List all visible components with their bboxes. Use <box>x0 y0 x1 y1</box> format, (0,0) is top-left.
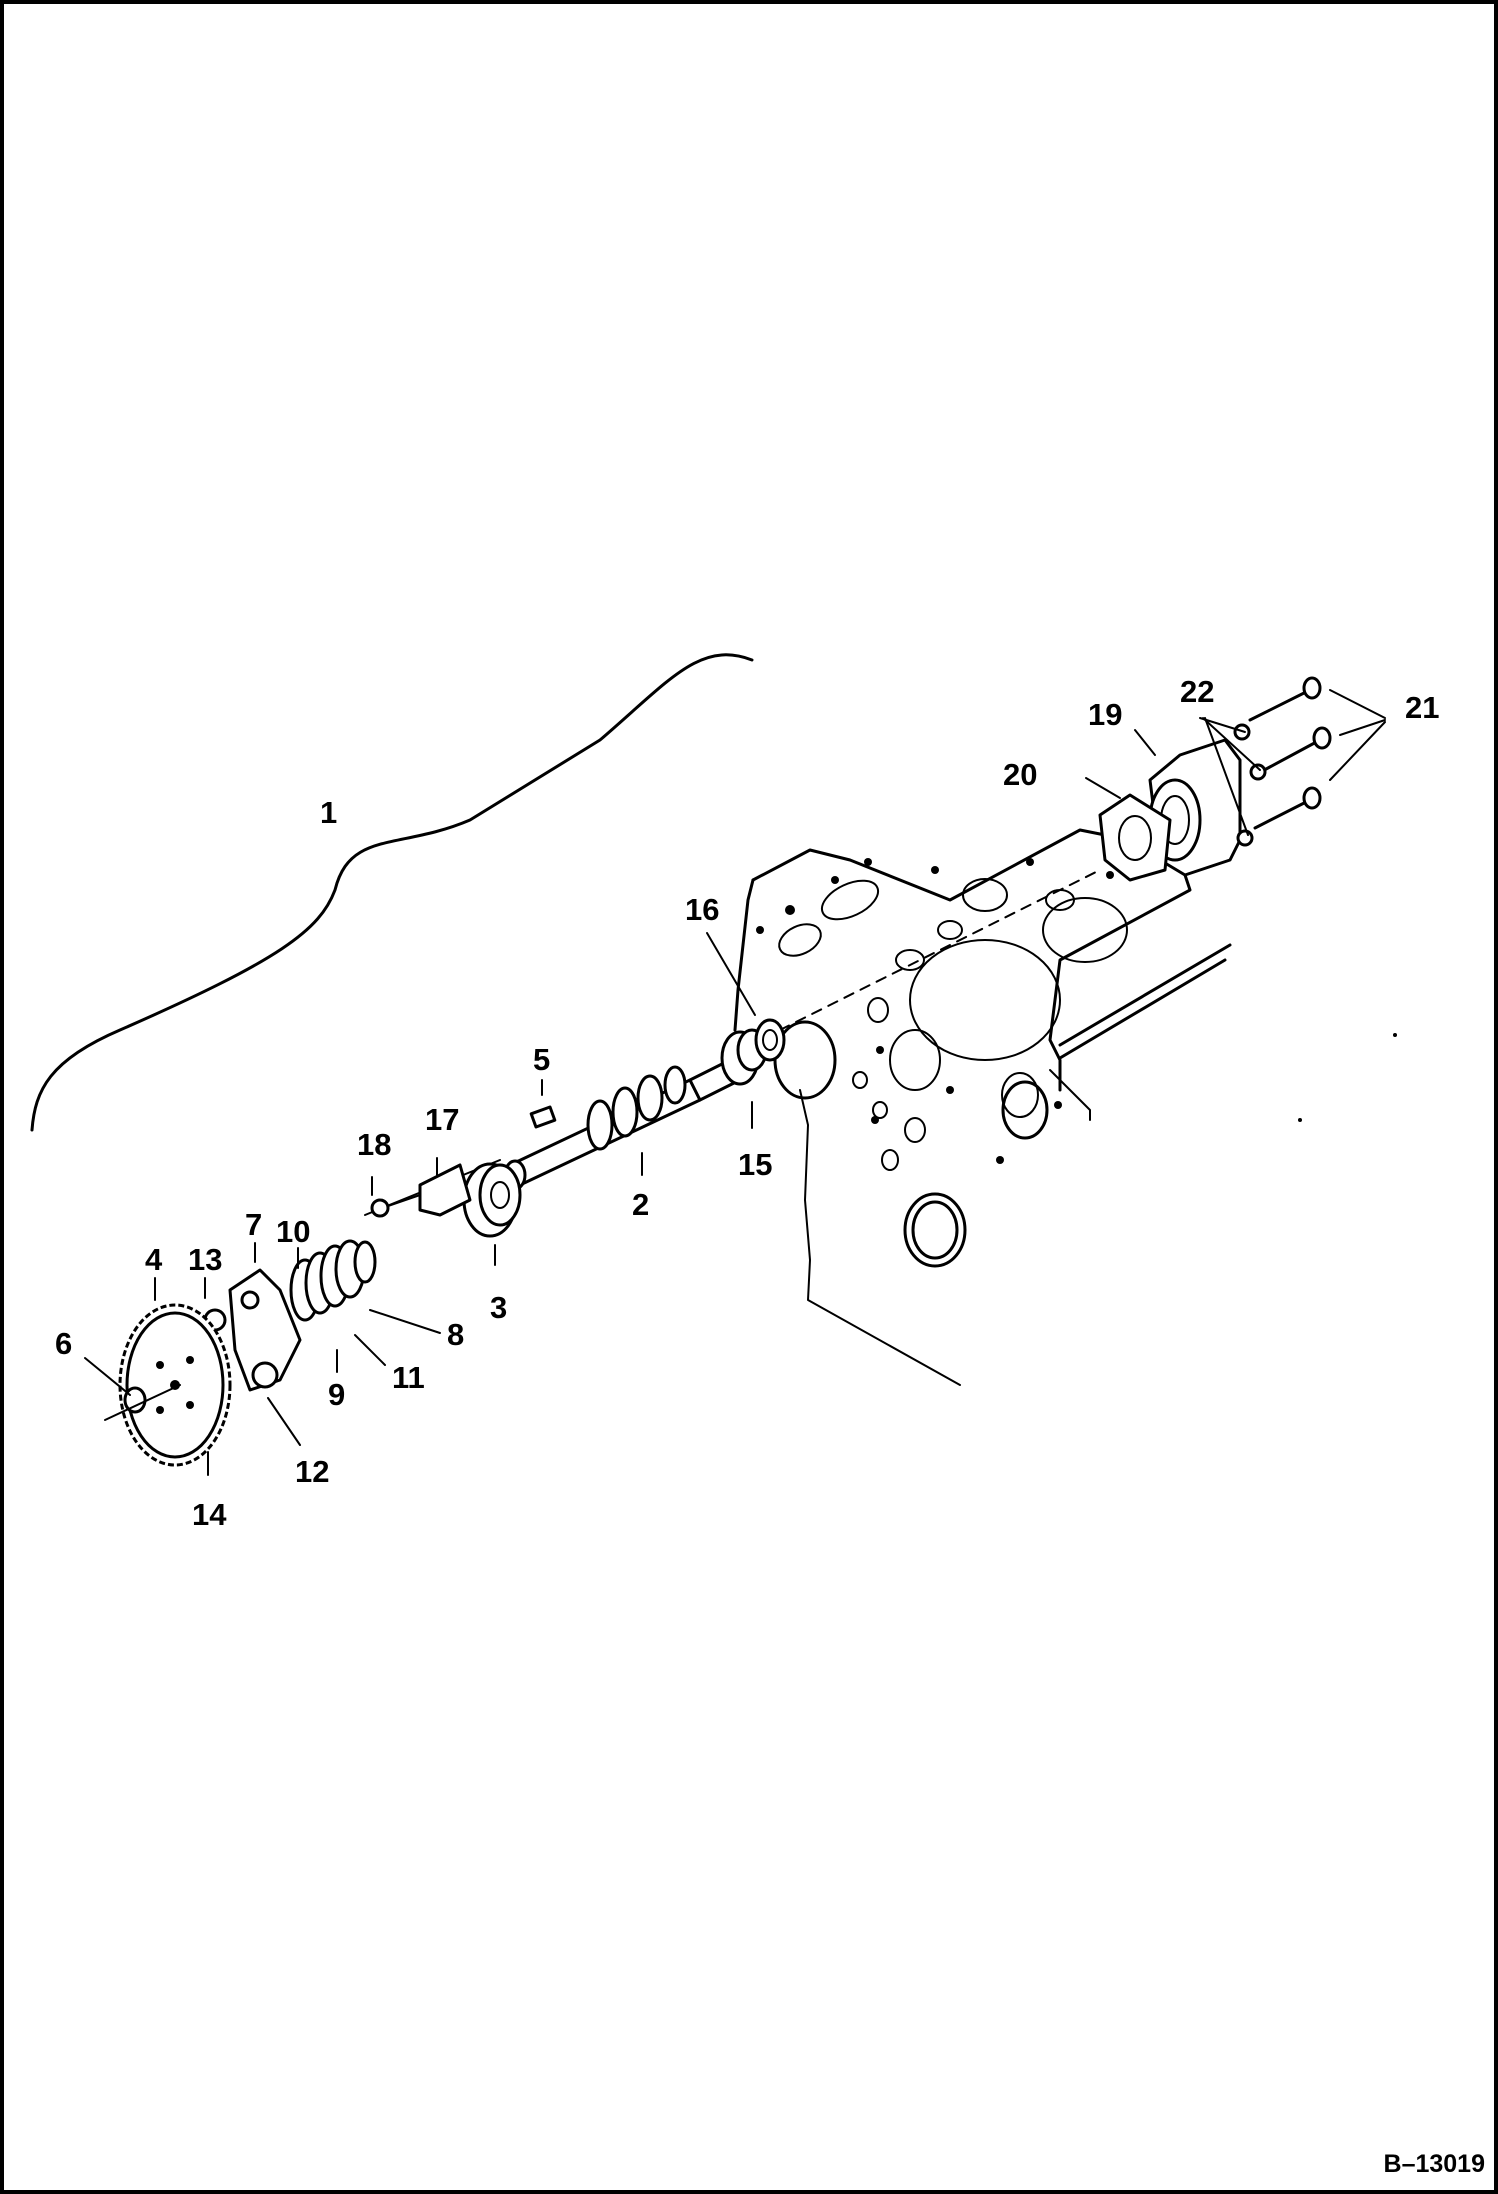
bolt <box>370 1194 421 1218</box>
callout-9: 9 <box>328 1377 345 1412</box>
callout-21: 21 <box>1405 690 1439 725</box>
mounting-bolts <box>1248 676 1332 830</box>
callout-1: 1 <box>320 795 337 830</box>
callout-22: 22 <box>1180 674 1214 709</box>
callout-12: 12 <box>295 1454 329 1489</box>
callout-10: 10 <box>276 1214 310 1249</box>
leader-lines <box>84 689 1386 1476</box>
shaft-axis-line <box>779 869 1101 1031</box>
callout-7: 7 <box>245 1207 262 1242</box>
callout-8: 8 <box>447 1317 464 1352</box>
callout-4: 4 <box>145 1242 163 1277</box>
gear <box>462 1162 522 1238</box>
callout-6: 6 <box>55 1326 72 1361</box>
governor-assembly <box>203 1239 377 1392</box>
callout-16: 16 <box>685 892 719 927</box>
callout-11: 11 <box>392 1360 425 1395</box>
callout-20: 20 <box>1003 757 1037 792</box>
pin <box>529 1105 557 1129</box>
assembly-bracket <box>30 653 754 1132</box>
retainer-plate <box>418 1163 472 1217</box>
engine-block <box>733 828 1397 1386</box>
callout-3: 3 <box>490 1290 507 1325</box>
bearing <box>720 1018 786 1086</box>
callout-13: 13 <box>188 1242 222 1277</box>
callout-19: 19 <box>1088 697 1122 732</box>
callout-17: 17 <box>425 1102 459 1137</box>
figure-reference: B–13019 <box>1384 2150 1485 2178</box>
callout-18: 18 <box>357 1127 391 1162</box>
callout-14: 14 <box>192 1497 227 1532</box>
callout-5: 5 <box>533 1042 550 1077</box>
callout-15: 15 <box>738 1147 772 1182</box>
gasket <box>1098 793 1172 882</box>
callout-2: 2 <box>632 1187 649 1222</box>
timing-gear <box>104 1303 232 1467</box>
